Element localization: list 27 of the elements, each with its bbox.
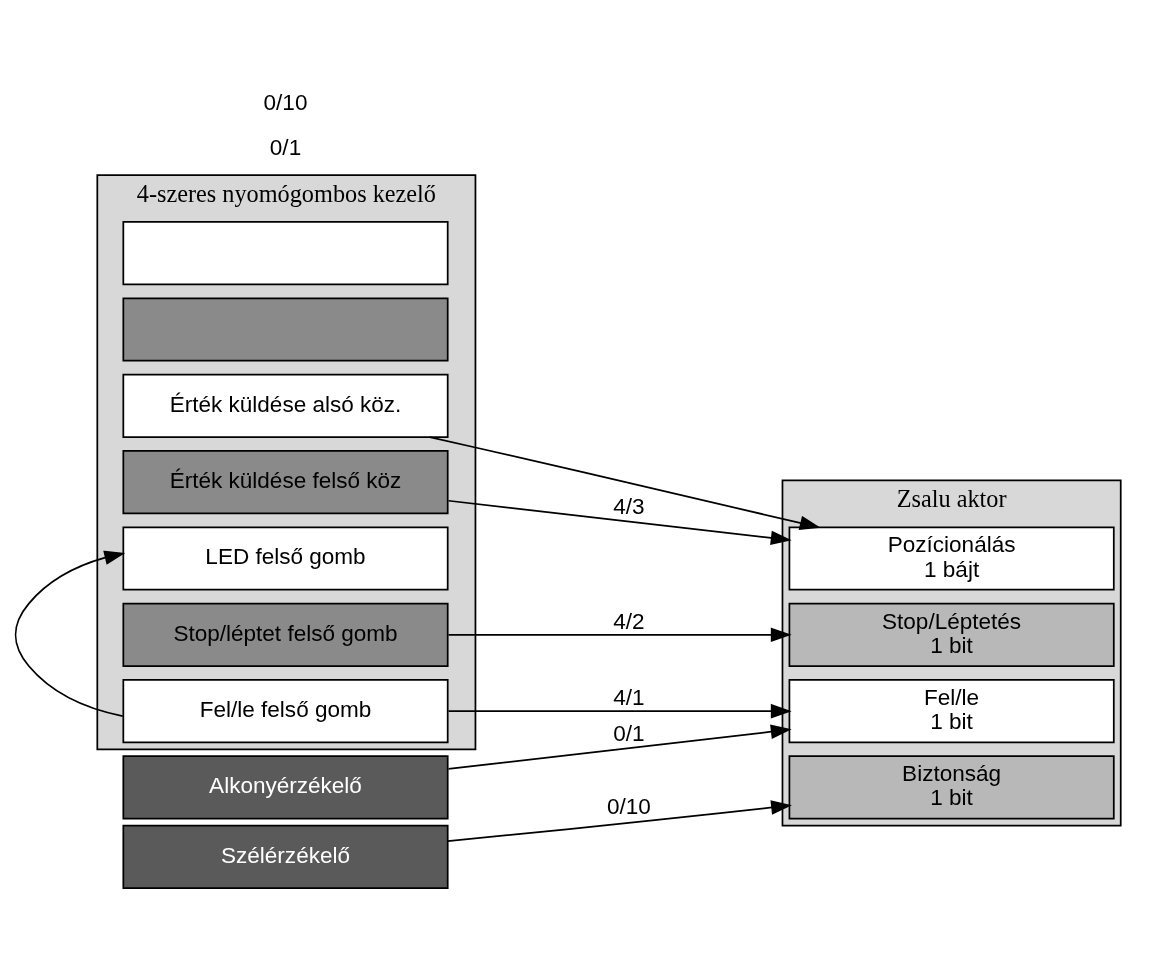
arrow <box>447 724 792 770</box>
edge-label: 0/10 <box>607 794 651 820</box>
arrow <box>446 800 792 843</box>
node-box: Pozícionálás 1 bájt <box>788 526 1115 591</box>
label: 0/10 <box>263 89 308 115</box>
edge-label: 0/1 <box>613 721 645 747</box>
edge-label: 4/2 <box>613 608 645 634</box>
edge-label: 4/3 <box>613 494 645 520</box>
node-box: Érték küldése felső köz <box>122 450 449 515</box>
node-box: Stop/léptet felső gomb <box>122 602 449 667</box>
node-box: LED felső gomb <box>122 526 449 591</box>
arrow <box>14 550 126 717</box>
node-box: Alkonyérzékelő <box>122 755 449 820</box>
node-box: Fel/le felső gomb <box>122 679 449 744</box>
node-box: Érték küldése alsó köz. <box>122 373 449 438</box>
node-box: Fel/le 1 bit <box>788 679 1115 744</box>
arrow <box>447 499 792 546</box>
arrow <box>447 627 792 643</box>
node-box: Stop/Léptetés 1 bit <box>788 602 1115 667</box>
label: 0/1 <box>269 135 302 161</box>
node-box <box>122 221 449 286</box>
node-box: Biztonság 1 bit <box>788 755 1115 820</box>
arrow <box>447 703 792 719</box>
arrow <box>428 436 821 531</box>
node-box <box>122 297 449 362</box>
node-box: Szélérzékelő <box>122 824 449 889</box>
edge-label: 4/1 <box>613 684 645 710</box>
